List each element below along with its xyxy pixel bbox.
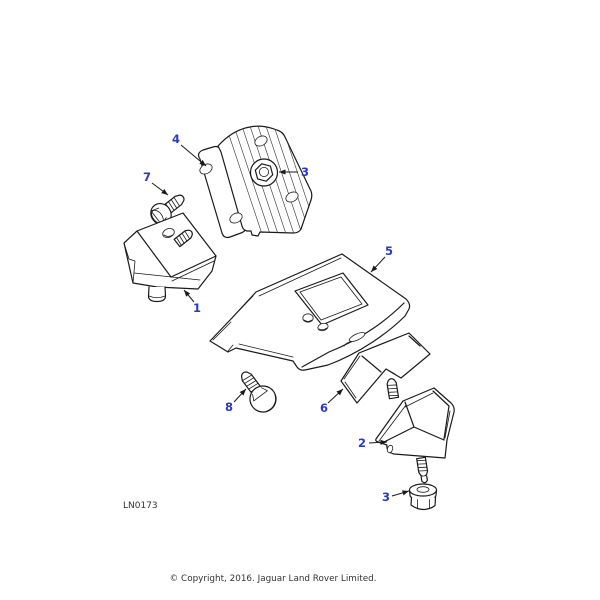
callout-6[interactable]: 6 (320, 401, 328, 415)
callout-layer: 1 2 3 3 4 5 6 7 8 (143, 132, 410, 504)
callout-3[interactable]: 3 (301, 165, 309, 179)
callout-4[interactable]: 4 (172, 132, 180, 146)
part-2-engine-mount (375, 378, 455, 484)
callout-3[interactable]: 3 (382, 490, 390, 504)
callout-1[interactable]: 1 (193, 301, 201, 315)
part-3-nut-lower (408, 483, 438, 511)
part-8-bolt (240, 371, 277, 413)
callout-7[interactable]: 7 (143, 170, 151, 184)
callout-8[interactable]: 8 (225, 400, 233, 414)
arrowhead-8 (239, 389, 246, 396)
drawing-code: LN0173 (123, 501, 158, 511)
arrowhead-1 (184, 290, 191, 297)
part-5-mounting-bracket (209, 253, 411, 371)
part-4-bracket-plate (197, 125, 313, 239)
callout-5[interactable]: 5 (385, 244, 393, 258)
arrowhead-4 (199, 159, 206, 166)
copyright-footer: © Copyright, 2016. Jaguar Land Rover Lim… (169, 574, 376, 584)
part-1-engine-mount (123, 212, 217, 303)
arrowhead-6 (336, 389, 343, 396)
part-6-heat-shield (340, 332, 431, 404)
arrowhead-3 (402, 490, 409, 496)
part-3-nut-upper (249, 158, 279, 187)
arrowhead-3 (279, 169, 286, 175)
arrowhead-2 (380, 439, 387, 445)
arrowhead-7 (161, 189, 168, 195)
callout-2[interactable]: 2 (358, 436, 366, 450)
arrowhead-5 (371, 265, 378, 272)
